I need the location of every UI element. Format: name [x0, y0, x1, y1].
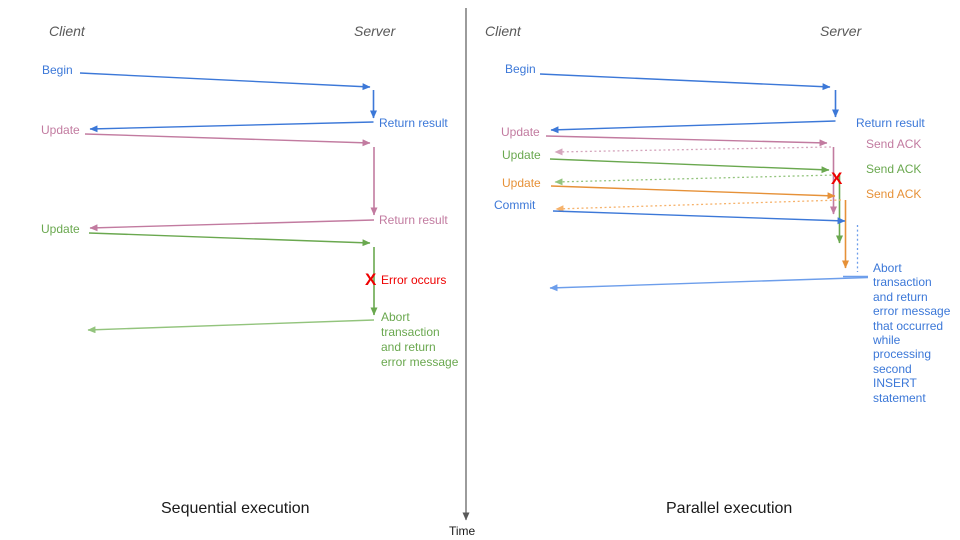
par-return-result-line — [550, 120, 836, 134]
par-begin-label: Begin — [505, 62, 536, 76]
seq-error-x-icon: X — [365, 270, 377, 289]
par-send-ack-2-label: Send ACK — [866, 162, 922, 176]
seq-update-2-request-line — [88, 232, 371, 247]
par-update-1-label: Update — [501, 125, 540, 139]
par-return-result-label: Return result — [856, 116, 925, 130]
par-update-1-request-line — [545, 135, 828, 147]
seq-return-result-2-label: Return result — [379, 213, 448, 227]
par-caption: Parallel execution — [666, 500, 793, 517]
par-send-ack-3-label: Send ACK — [866, 187, 922, 201]
seq-update-1-label: Update — [41, 123, 80, 137]
time-axis-label: Time — [449, 524, 476, 538]
seq-abort-note: Abort transaction and return error messa… — [381, 310, 459, 369]
seq-return-result-1-label: Return result — [379, 116, 448, 130]
seq-client-header: Client — [49, 23, 85, 39]
seq-begin-request-line — [79, 72, 371, 91]
seq-server-header: Server — [354, 23, 396, 39]
par-update-3-label: Update — [502, 176, 541, 190]
seq-abort-return-line — [87, 319, 375, 334]
seq-return-result-2-line — [89, 219, 375, 232]
par-abort-return-line — [549, 276, 869, 292]
seq-error-label: Error occurs — [381, 273, 447, 287]
par-update-2-label: Update — [502, 148, 541, 162]
par-update-3-request-line — [550, 185, 836, 200]
seq-caption: Sequential execution — [161, 500, 310, 517]
par-commit-request-line — [552, 210, 846, 225]
par-client-header: Client — [485, 23, 521, 39]
par-send-ack-2-line — [554, 174, 837, 186]
par-send-ack-3-line — [555, 199, 842, 213]
seq-return-result-1-line — [89, 121, 374, 133]
par-error-x-icon: X — [831, 169, 843, 188]
seq-begin-label: Begin — [42, 63, 73, 77]
par-send-ack-1-line — [554, 146, 832, 156]
seq-update-2-label: Update — [41, 222, 80, 236]
par-server-header: Server — [820, 23, 862, 39]
par-send-ack-1-label: Send ACK — [866, 137, 922, 151]
par-abort-note: Abort transaction and return error messa… — [873, 261, 951, 405]
par-update-2-request-line — [549, 158, 830, 174]
par-begin-request-line — [539, 73, 831, 91]
par-commit-label: Commit — [494, 198, 536, 212]
seq-update-1-request-line — [84, 133, 371, 147]
